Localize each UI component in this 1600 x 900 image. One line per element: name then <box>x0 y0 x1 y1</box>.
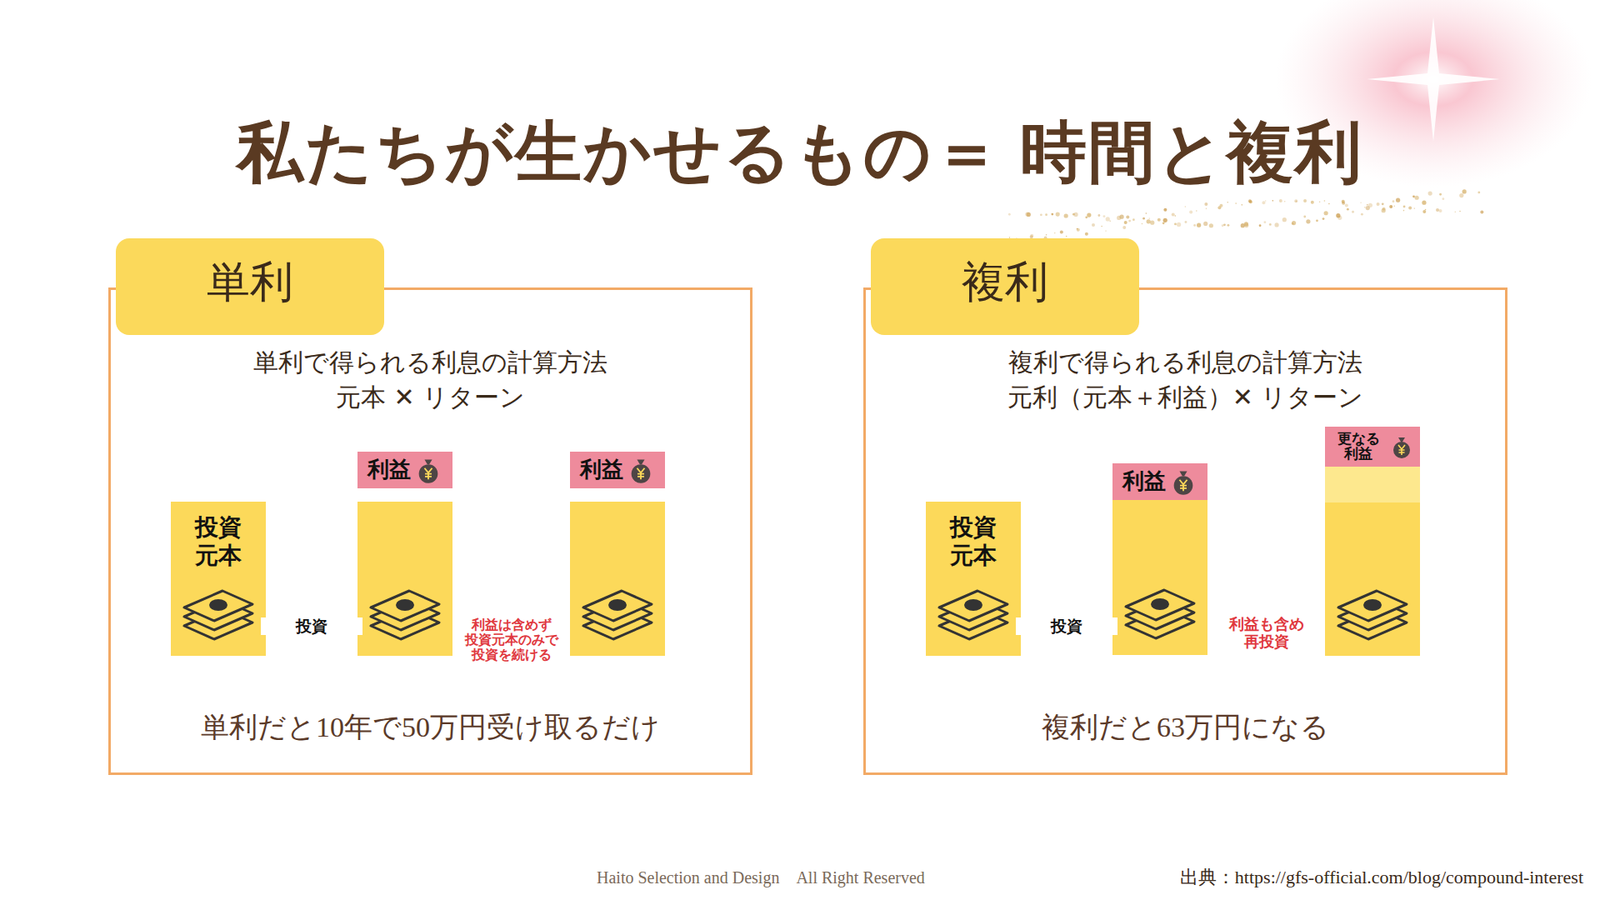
profit-tag: 更なる 利益 <box>1325 426 1420 467</box>
panel-box: 投資 元本利益利益単利単利で得られる利息の計算方法 元本 ✕ リターン単利だと1… <box>108 287 753 775</box>
heading-tab: 複利 <box>870 238 1140 335</box>
arrow-label: 利益は含めず 投資元本のみで 投資を続ける <box>460 617 563 664</box>
arrow-label: 投資 <box>1015 617 1118 636</box>
money-stack <box>1122 585 1198 644</box>
heading-tab: 単利 <box>115 238 385 335</box>
yellow-block <box>357 501 453 656</box>
tag-text: 更なる 利益 <box>1330 431 1386 462</box>
money-stack <box>1335 585 1410 645</box>
money-column: 利益 <box>570 451 665 656</box>
title: 私たちが生かせるもの＝ 時間と複利 <box>0 108 1600 199</box>
yellow-block <box>1112 500 1208 655</box>
formula-text: 単利で得られる利息の計算方法 元本 ✕ リターン <box>230 345 631 415</box>
panel-box: 投資 元本利益更なる 利益複利複利で得られる利息の計算方法 元利（元本＋利益）✕… <box>863 287 1508 775</box>
extra-band <box>1325 466 1420 503</box>
money-stack <box>580 585 655 645</box>
heading-text: 単利 <box>206 253 294 312</box>
money-bag-icon <box>414 455 443 485</box>
gold-dust <box>1008 189 1484 240</box>
money-stack <box>935 585 1011 645</box>
yellow-block <box>1325 502 1420 656</box>
yellow-block <box>570 501 665 656</box>
money-column: 利益 <box>1112 463 1208 655</box>
block-label: 投資 元本 <box>931 501 1015 570</box>
arrow-label: 利益も含め 再投資 <box>1215 615 1318 650</box>
result-text: 単利だと10年で50万円受け取るだけ <box>110 708 750 747</box>
tag-text: 利益 <box>580 458 624 481</box>
money-bag-icon <box>626 455 655 485</box>
profit-tag: 利益 <box>570 451 665 489</box>
money-column: 更なる 利益 <box>1325 426 1420 656</box>
formula-text: 複利で得られる利息の計算方法 元利（元本＋利益）✕ リターン <box>985 345 1386 415</box>
source-note: 出典：https://gfs-official.com/blog/compoun… <box>1180 865 1584 890</box>
money-column: 投資 元本 <box>925 501 1021 656</box>
copyright-note: Haito Selection and Design All Right Res… <box>596 866 925 890</box>
tag-text: 利益 <box>1122 470 1166 493</box>
money-stack <box>367 585 443 645</box>
yellow-block: 投資 元本 <box>170 501 266 656</box>
money-column: 利益 <box>357 451 453 656</box>
heading-text: 複利 <box>961 253 1049 312</box>
money-bag-icon <box>1389 434 1415 460</box>
result-text: 複利だと63万円になる <box>865 708 1505 747</box>
money-column: 投資 元本 <box>170 501 266 656</box>
sparkle <box>1366 16 1500 142</box>
money-bag-icon <box>1169 467 1198 496</box>
tag-text: 利益 <box>367 458 411 481</box>
profit-tag: 利益 <box>357 451 453 489</box>
money-stack <box>180 585 256 645</box>
profit-tag: 利益 <box>1112 463 1208 500</box>
block-label: 投資 元本 <box>176 501 260 570</box>
arrow-label: 投資 <box>260 617 363 636</box>
yellow-block: 投資 元本 <box>925 501 1021 656</box>
